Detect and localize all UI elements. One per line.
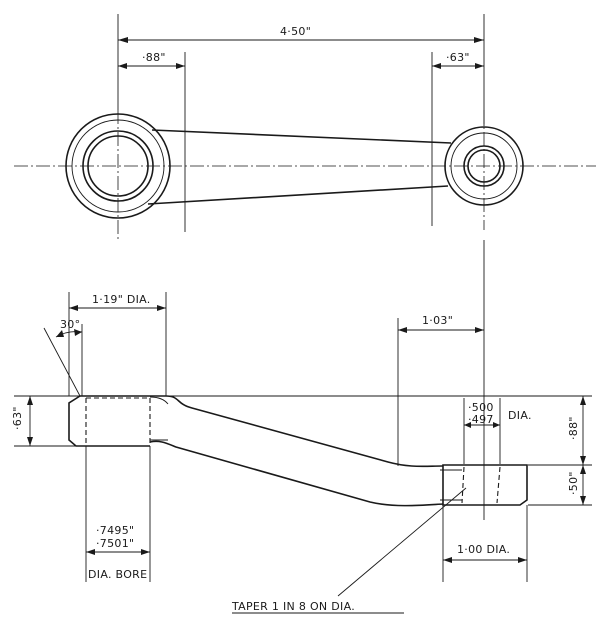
dim-overall-length-label: 4·50" [280, 25, 311, 38]
arrowhead [118, 37, 128, 43]
right-pin-hole-inner-circle [467, 149, 501, 183]
dim-left-boss-label: ·88" [142, 51, 166, 64]
dim-bore-min-label: ·7501" [96, 537, 134, 550]
left-bore-outer-circle [82, 130, 154, 202]
arrowhead [74, 329, 82, 336]
arrowhead [86, 549, 95, 555]
arrowhead [157, 305, 166, 311]
arm-bottom-edge [147, 185, 449, 205]
dim-pin-dia-max-label: ·500 [468, 401, 494, 414]
arrowhead [493, 422, 500, 428]
dim-right-boss-height-label: ·50" [567, 471, 580, 495]
dim-pin-dia-min-label: ·497 [468, 413, 494, 426]
arrowhead [464, 422, 471, 428]
arrowhead [27, 437, 33, 446]
arrowhead [580, 496, 586, 505]
arrowhead [580, 465, 586, 474]
arrowhead [580, 456, 586, 465]
left-boss-outer-circle [65, 113, 171, 219]
dim-right-boss-dia-label: 1·00 DIA. [457, 543, 510, 556]
arrowhead [56, 330, 64, 337]
arrowhead [432, 63, 441, 69]
plan-view: 4·50" ·88" ·63" [14, 14, 596, 240]
right-boss-outer-circle [444, 126, 524, 206]
arrowhead [443, 557, 452, 563]
right-pin-hole-outer-circle [463, 145, 505, 187]
right-pin-hidden-lines [461, 466, 501, 504]
left-neck-detail [149, 396, 169, 441]
dim-offset-label: 1·03" [422, 314, 453, 327]
dim-total-drop-label: ·88" [567, 416, 580, 440]
chamfer-angle-line [43, 327, 81, 397]
arrowhead [475, 327, 484, 333]
arrowhead [69, 305, 78, 311]
arrowhead [118, 63, 127, 69]
left-bore-hidden-lines [85, 397, 151, 444]
arrowhead [475, 63, 484, 69]
left-boss-mid-circle [71, 119, 165, 213]
arm-upper-edge [165, 395, 444, 468]
chamfer-angle-label: 30° [60, 318, 80, 331]
left-bore-inner-circle [87, 135, 149, 197]
arrowhead [518, 557, 527, 563]
arrowhead [474, 37, 484, 43]
right-boss-outline [442, 464, 528, 506]
left-boss-outline [68, 395, 150, 447]
elevation-view: 1·19" DIA. 30° ·63" 1·03" ·500 ·497 DIA.… [11, 240, 592, 614]
right-boss-mid-circle [450, 132, 518, 200]
arrowhead [176, 63, 185, 69]
arrowhead [27, 396, 33, 405]
dim-left-boss-dia-label: 1·19" DIA. [92, 293, 151, 306]
taper-leader-line [337, 487, 467, 597]
dim-right-boss-label: ·63" [446, 51, 470, 64]
right-boss-neck [440, 469, 462, 501]
dim-pin-dia-suffix: DIA. [508, 409, 532, 422]
dim-left-boss-height-label: ·63" [11, 406, 24, 430]
dim-bore-label: DIA. BORE [88, 568, 147, 581]
arrowhead [141, 549, 150, 555]
arm-lower-edge [149, 440, 444, 507]
arrowhead [580, 396, 586, 405]
arm-top-edge [151, 129, 452, 144]
arrowhead [398, 327, 407, 333]
dim-bore-max-label: ·7495" [96, 524, 134, 537]
taper-note: TAPER 1 IN 8 ON DIA. [231, 600, 355, 613]
